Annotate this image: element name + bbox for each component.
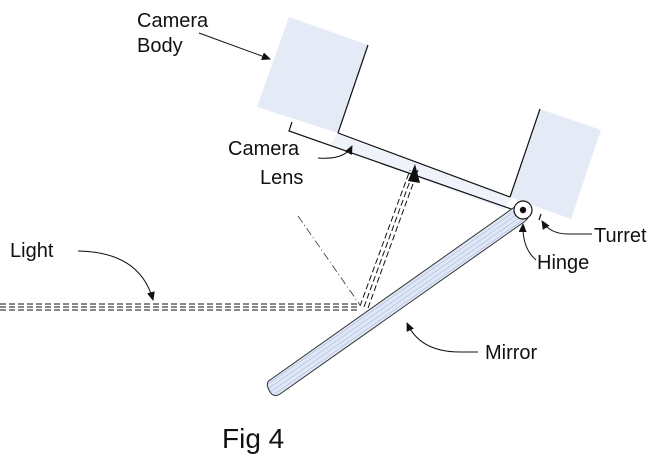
- camera-body-label-line1: Camera: [137, 10, 209, 32]
- camera-lens-band: [330, 133, 510, 210]
- incoming-light-ray: [0, 303, 360, 311]
- camera-lens-leader: [317, 145, 353, 159]
- camera-body-right: [510, 109, 601, 219]
- reflected-light-ray: [359, 169, 419, 309]
- mirror-label: Mirror: [485, 342, 538, 364]
- normal-line: [297, 215, 361, 306]
- mirror-leader: [406, 322, 478, 353]
- camera-lens-label-line2: Lens: [260, 167, 304, 189]
- light-label: Light: [10, 240, 54, 262]
- mirror: [266, 203, 529, 397]
- camera-body-label-line2: Body: [137, 35, 183, 57]
- hinge-label: Hinge: [537, 252, 590, 274]
- camera-lens-label-line1: Camera: [228, 138, 300, 160]
- turret-label: Turret: [594, 225, 647, 247]
- light-leader: [77, 250, 155, 301]
- reflected-ray-arrowhead: [408, 164, 420, 183]
- hinge-leader: [518, 223, 537, 261]
- camera-body-left: [257, 17, 368, 133]
- camera-lens-line: [288, 121, 515, 211]
- figure-caption: Fig 4: [222, 423, 285, 454]
- turret-leader: [541, 220, 592, 235]
- camera-body-leader: [198, 32, 271, 61]
- hinge-pin: [519, 206, 527, 214]
